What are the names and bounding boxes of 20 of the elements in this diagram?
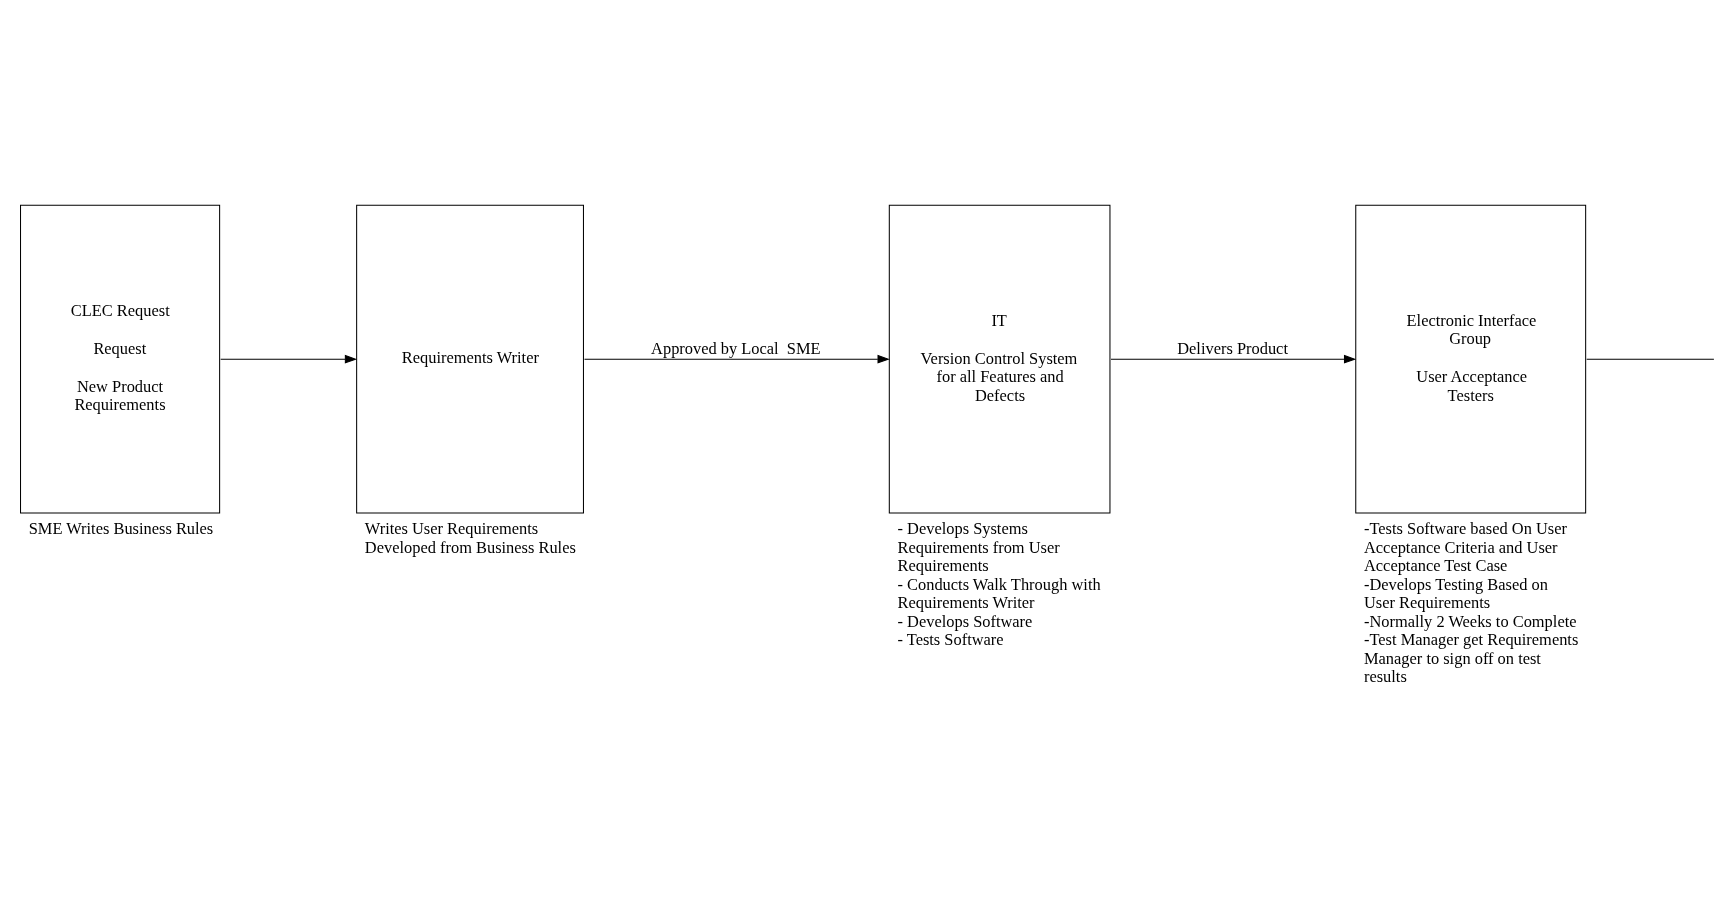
- node-label: - Conducts Walk Through with Requirements Writer: [897, 574, 1101, 613]
- arrow: [583, 354, 890, 364]
- node-label: - Develops Systems Requirements from User Requirements: [897, 519, 1060, 576]
- node-label: -Tests Software based On User Acceptance Criteria and User Acceptance Test Case: [1363, 519, 1567, 576]
- arrow: [1110, 354, 1357, 364]
- node-box: Requirements Writer: [356, 204, 584, 514]
- node-box: IT Version Control System for all Features and Defects: [888, 204, 1111, 514]
- node-label: - Develops Software: [897, 611, 1033, 631]
- edge-label: Delivers Product: [1177, 338, 1288, 358]
- node-box: CLEC Request Request New Product Requirements: [20, 204, 221, 514]
- node-label: - Tests Software: [897, 630, 1004, 650]
- node-label: -Develops Testing Based on User Requirements: [1363, 574, 1548, 613]
- node-box: Electronic Interface Group User Acceptance Testers: [1355, 204, 1587, 514]
- node-label: Writes User Requirements Developed from Business Rules: [364, 519, 576, 557]
- edge-label: Approved by Local SME: [651, 338, 821, 358]
- node-label: SME Writes Business Rules: [28, 519, 214, 539]
- connector: [1586, 358, 1715, 360]
- node-label: -Test Manager get Requirements Manager to sign off on test results: [1363, 630, 1579, 687]
- node-label: -Normally 2 Weeks to Complete: [1363, 611, 1577, 631]
- arrow: [220, 354, 358, 364]
